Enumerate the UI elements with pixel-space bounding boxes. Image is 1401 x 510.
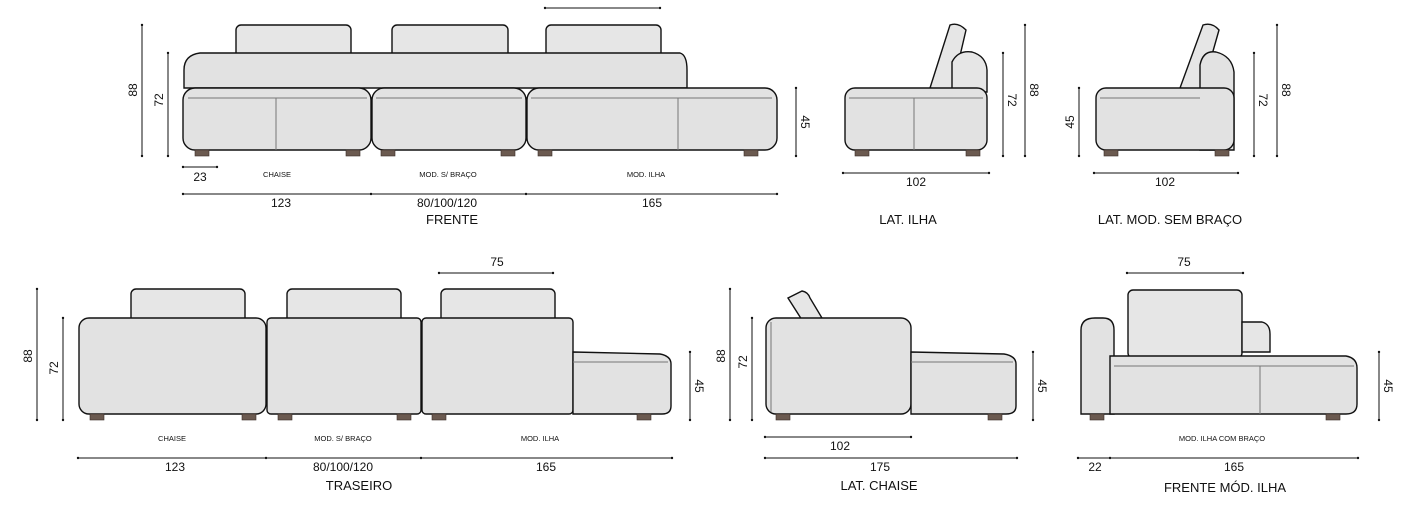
view-lat-chaise — [728, 287, 1035, 460]
frente-ilha-width: 165 — [1224, 460, 1244, 474]
lat-ilha-height-back: 72 — [1005, 93, 1019, 107]
frente-ilha-module: MOD. ILHA COM BRAÇO — [1179, 434, 1265, 443]
traseiro-title: TRASEIRO — [326, 478, 392, 493]
lat-chaise-title: LAT. CHAISE — [840, 478, 917, 493]
frente-ilha-height-seat: 45 — [1381, 379, 1395, 393]
frente-ilha-arm-width: 22 — [1088, 460, 1102, 474]
lat-chaise-depth-seat: 102 — [830, 439, 850, 453]
frente-arm-width: 23 — [193, 170, 207, 184]
traseiro-module-sem-braco: MOD. S/ BRAÇO — [314, 434, 372, 443]
frente-height-back: 72 — [152, 93, 166, 107]
traseiro-width-ilha: 165 — [536, 460, 556, 474]
view-traseiro — [35, 271, 692, 460]
frente-width-ilha: 165 — [642, 196, 662, 210]
view-frente-mod-ilha — [1076, 271, 1381, 460]
lat-chaise-height-back: 72 — [736, 355, 750, 369]
lat-chaise-height-seat: 45 — [1035, 379, 1049, 393]
traseiro-height-back: 72 — [47, 361, 61, 375]
lat-sem-braco-height-seat: 45 — [1063, 115, 1077, 129]
lat-sem-braco-height-total: 88 — [1279, 83, 1293, 97]
frente-width-chaise: 123 — [271, 196, 291, 210]
traseiro-width-sem-braco: 80/100/120 — [313, 460, 373, 474]
lat-ilha-height-total: 88 — [1027, 83, 1041, 97]
frente-height-seat: 45 — [798, 115, 812, 129]
traseiro-module-chaise: CHAISE — [158, 434, 186, 443]
lat-ilha-depth: 102 — [906, 175, 926, 189]
frente-title: FRENTE — [426, 212, 478, 227]
frente-module-chaise: CHAISE — [263, 170, 291, 179]
frente-module-ilha: MOD. ILHA — [627, 170, 665, 179]
frente-height-total: 88 — [126, 83, 140, 97]
view-lat-ilha — [841, 23, 1027, 175]
traseiro-height-total: 88 — [21, 349, 35, 363]
traseiro-width-chaise: 123 — [165, 460, 185, 474]
view-lat-mod-sem-braco — [1077, 23, 1279, 175]
lat-chaise-height-total: 88 — [714, 349, 728, 363]
view-frente — [140, 6, 798, 196]
traseiro-module-ilha: MOD. ILHA — [521, 434, 559, 443]
traseiro-height-seat: 45 — [692, 379, 706, 393]
lat-sem-braco-height-back: 72 — [1256, 93, 1270, 107]
lat-ilha-title: LAT. ILHA — [879, 212, 937, 227]
lat-chaise-depth-total: 175 — [870, 460, 890, 474]
frente-module-sem-braco: MOD. S/ BRAÇO — [419, 170, 477, 179]
frente-width-sem-braco: 80/100/120 — [417, 196, 477, 210]
traseiro-cushion-width: 75 — [490, 255, 504, 269]
lat-sem-braco-title: LAT. MOD. SEM BRAÇO — [1098, 212, 1242, 227]
frente-ilha-cushion-width: 75 — [1177, 255, 1191, 269]
frente-ilha-title: FRENTE MÓD. ILHA — [1164, 480, 1286, 495]
lat-sem-braco-depth: 102 — [1155, 175, 1175, 189]
